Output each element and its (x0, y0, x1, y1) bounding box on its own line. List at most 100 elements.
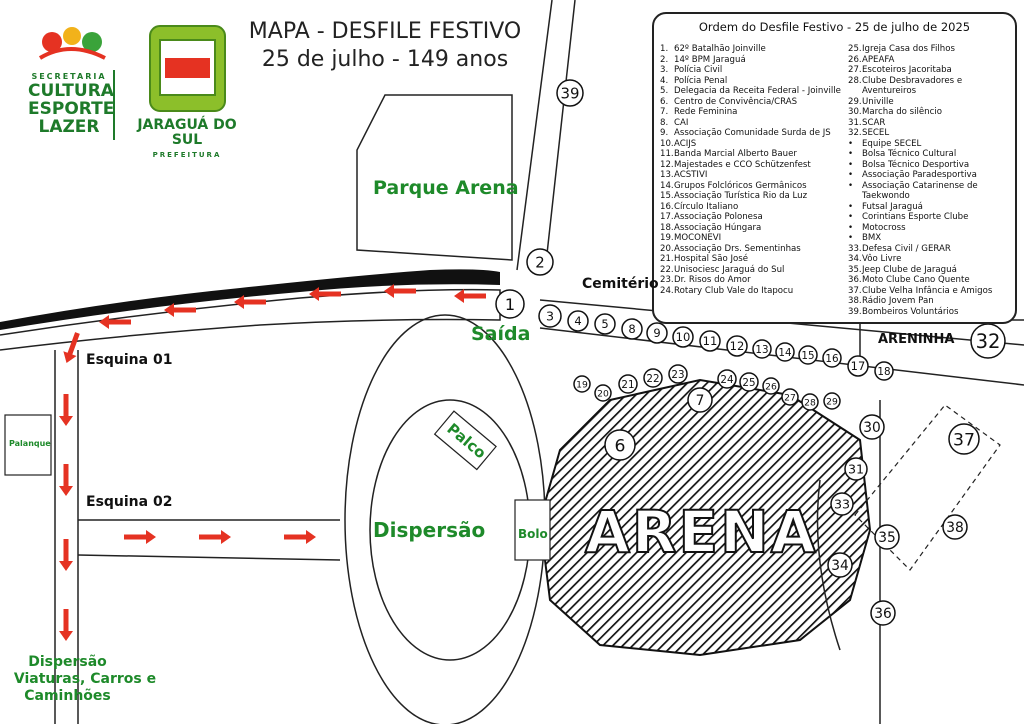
legend-entry-number: 12. (660, 159, 674, 170)
saida-label: Saída (471, 323, 531, 345)
marker-number: 21 (621, 379, 634, 391)
legend-entry-text: Unisociesc Jaraguá do Sul (674, 264, 785, 275)
dispersao-viaturas-l1: Dispersão (28, 654, 107, 670)
legend-entry: 9.Associação Comunidade Surda de JS (660, 128, 848, 139)
legend-title: Ordem do Desfile Festivo - 25 de julho d… (698, 20, 971, 34)
areninha-label: ARENINHA (878, 332, 955, 347)
legend-entry: 28.Clube Desbravadores e Aventureiros (848, 76, 1016, 97)
legend-entry-number: • (848, 159, 854, 170)
palanque-label: Palanque (9, 439, 51, 448)
legend-entry-text: Círculo Italiano (674, 201, 739, 212)
marker-circle (594, 313, 616, 335)
marker-number: 20 (597, 388, 609, 399)
legend-entry: 4.Polícia Penal (660, 76, 848, 87)
dispersao-viaturas-l3: Caminhões (24, 688, 111, 704)
marker-circle (970, 323, 1006, 359)
legend-entry: 15.Associação Turística Rio da Luz (660, 191, 848, 202)
route-arrow (59, 539, 73, 571)
legend-entry-number: 10. (660, 138, 674, 149)
legend-entry: 6.Centro de Convivência/CRAS (660, 97, 848, 108)
legend-entry: 7.Rede Feminina (660, 107, 848, 118)
marker-number: 9 (653, 326, 660, 340)
marker-number: 16 (825, 353, 838, 365)
legend-entry-text: Delegacia da Receita Federal - Joinville (674, 86, 841, 96)
tree-line (0, 269, 500, 330)
route-arrow (99, 315, 131, 329)
legend-entry: 8.CAI (660, 118, 848, 129)
route-arrow (59, 609, 73, 641)
legend-entry-number: 11. (660, 149, 674, 159)
legend-entry-text: 14º BPM Jaraguá (674, 54, 746, 65)
secretaria-logo (38, 27, 115, 140)
prefeitura-logo-text: JARAGUÁ DO SUL PREFEITURA (132, 118, 242, 163)
route-arrow (454, 289, 486, 303)
legend-entry: •Corintians Esporte Clube (848, 212, 1016, 223)
legend-entry-number: 14. (660, 180, 674, 191)
legend-entry: 10.ACIJS (660, 139, 848, 150)
legend-entry-text: Polícia Penal (674, 75, 728, 86)
legend-entry-number: 29. (848, 96, 862, 107)
marker-circle (726, 335, 748, 357)
parking-area (854, 404, 1001, 571)
marker-circle (823, 392, 841, 410)
legend-entry-text: Rede Feminina (674, 107, 738, 117)
palanque-box (4, 414, 52, 476)
route-arrow (309, 287, 341, 301)
palco-box (433, 410, 497, 471)
marker-circle (827, 552, 853, 578)
legend-entry: 25.Igreja Casa dos Filhos (848, 44, 1016, 55)
legend-entry: 3.Polícia Civil (660, 65, 848, 76)
legend-entry-number: • (848, 222, 854, 233)
marker-circle (668, 364, 688, 384)
marker-number: 14 (778, 347, 791, 359)
marker-circle (859, 414, 885, 440)
route-arrow (384, 284, 416, 298)
legend-entry: 11.Banda Marcial Alberto Bauer (660, 149, 848, 160)
legend-entry-number: 39. (848, 306, 862, 317)
marker-circle (643, 368, 663, 388)
marker-circle (870, 600, 896, 626)
marker-number: 29 (826, 396, 838, 407)
legend-entry-text: Associação Turística Rio da Luz (674, 191, 808, 201)
marker-number: 34 (831, 558, 849, 574)
legend-entry: 16.Círculo Italiano (660, 202, 848, 213)
marker-number: 38 (946, 520, 964, 536)
legend-entry-text: Associação Húngara (674, 222, 762, 233)
marker-number: 22 (646, 373, 659, 385)
legend-entry-text: Banda Marcial Alberto Bauer (674, 149, 797, 159)
legend-entry-text: Igreja Casa dos Filhos (862, 44, 955, 54)
legend-entry: 33.Defesa Civil / GERAR (848, 244, 1016, 255)
marker-circle (556, 79, 584, 107)
legend-entry-text: CAI (674, 117, 689, 128)
marker-number: 27 (784, 392, 796, 403)
legend-entry: 17.Associação Polonesa (660, 212, 848, 223)
legend-entry-number: 25. (848, 44, 862, 54)
prefeitura-name: JARAGUÁ DO SUL (137, 117, 237, 148)
legend-entry: •Associação Catarinense de Taekwondo (848, 181, 1016, 202)
route-arrow (124, 530, 156, 544)
legend-entry-text: Defesa Civil / GERAR (862, 243, 951, 254)
marker-circle (822, 348, 842, 368)
legend-entry-number: • (848, 149, 854, 159)
legend-entry: 12.Majestades e CCO Schützenfest (660, 160, 848, 171)
marker-circle (567, 310, 589, 332)
legend-entry-text: 62º Batalhão Joinville (674, 44, 766, 54)
legend-entry-text: Centro de Convivência/CRAS (674, 96, 798, 107)
legend-entry-number: 37. (848, 285, 862, 296)
legend-entry-number: 36. (848, 275, 862, 285)
dispersao-label: Dispersão (373, 518, 486, 542)
marker-circle (526, 248, 554, 276)
legend-entry-number: 18. (660, 222, 674, 233)
marker-number: 19 (576, 379, 588, 390)
legend-entry-number: 5. (660, 86, 669, 96)
bolo-label: Bolo (518, 527, 548, 541)
legend-entry: 2.14º BPM Jaraguá (660, 55, 848, 66)
legend-entry: 38.Rádio Jovem Pan (848, 296, 1016, 307)
legend-entry: 14.Grupos Folclóricos Germânicos (660, 181, 848, 192)
legend-entry-text: Corintians Esporte Clube (862, 212, 969, 222)
east-road (816, 400, 881, 724)
marker-circle (672, 326, 694, 348)
secretaria-line2: ESPORTE (28, 99, 115, 119)
parque-arena-block (356, 94, 513, 261)
